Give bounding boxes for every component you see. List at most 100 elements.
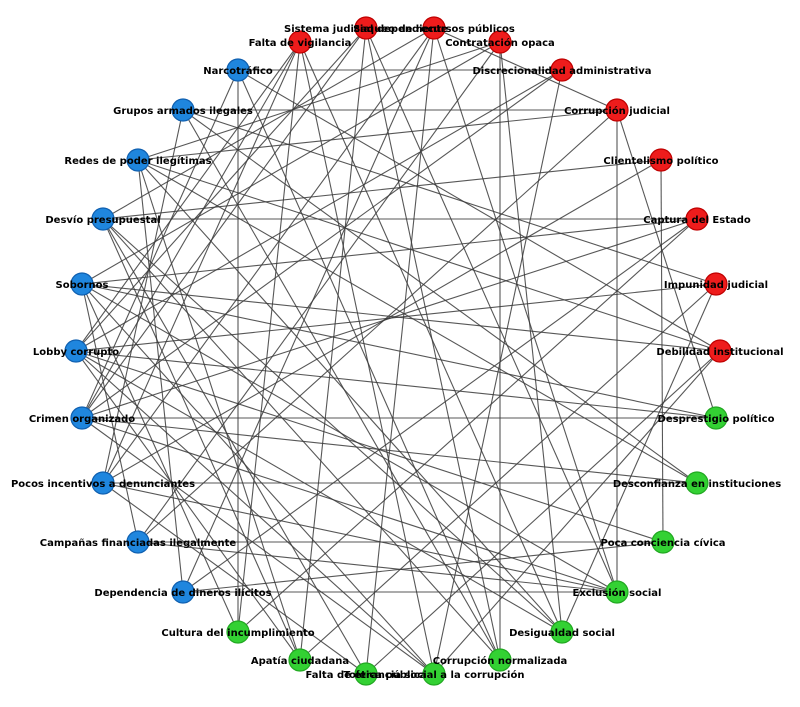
edge-corrupcion_judicial-redes — [137, 109, 618, 161]
node-label-contratacion_opaca: Contratación opaca — [445, 37, 555, 49]
node-desprestigio[interactable] — [704, 406, 728, 430]
edge-saqueo_recursos-desvio — [102, 27, 435, 220]
node-label-pocos_incentivos: Pocos incentivos a denunciantes — [11, 479, 195, 490]
node-label-tolerancia: Tolerancia social a la corrupción — [344, 669, 525, 681]
node-debilidad[interactable] — [708, 339, 732, 363]
node-label-lobby: Lobby corrupto — [33, 347, 119, 358]
node-desigualdad[interactable] — [550, 620, 574, 644]
node-label-cultura_incumplimiento: Cultura del incumplimiento — [161, 628, 314, 639]
node-poca_conciencia[interactable] — [651, 530, 675, 554]
node-desconfianza[interactable] — [685, 471, 709, 495]
edge-cultura_incumplimiento-falta_vigilancia — [237, 41, 301, 633]
node-redes[interactable] — [126, 148, 150, 172]
node-label-saqueo_recursos: Saqueo de recursos públicos — [353, 23, 515, 35]
edge-impunidad-grupos_armados — [182, 109, 717, 285]
node-label-captura_estado: Captura del Estado — [643, 215, 751, 226]
edge-exclusion-campanas — [137, 541, 618, 593]
edge-desigualdad-falta_vigilancia — [299, 41, 563, 633]
edge-contratacion_opaca-desigualdad — [499, 41, 563, 633]
node-discrecionalidad[interactable] — [550, 58, 574, 82]
node-label-impunidad: Impunidad judicial — [664, 280, 768, 291]
edge-debilidad-redes — [137, 159, 721, 352]
edge-tolerancia-crimen — [81, 417, 435, 675]
edge-sistema_judicial-exclusion — [365, 27, 618, 593]
edge-desigualdad-lobby — [75, 350, 563, 633]
node-dependencia[interactable] — [171, 580, 195, 604]
edge-captura_estado-sobornos — [81, 218, 698, 285]
node-clientelismo[interactable] — [649, 148, 673, 172]
node-exclusion[interactable] — [605, 580, 629, 604]
node-campanas[interactable] — [126, 530, 150, 554]
edge-falta_etica-pocos_incentivos — [102, 482, 367, 675]
edge-grupos_armados-pocos_incentivos — [102, 109, 184, 484]
node-label-desigualdad: Desigualdad social — [509, 628, 615, 639]
edge-sobornos-campanas — [81, 283, 139, 543]
node-label-sistema_judicial: Sistema judicial dependiente — [284, 24, 448, 35]
node-pocos_incentivos[interactable] — [91, 471, 115, 495]
node-tolerancia[interactable] — [422, 662, 446, 686]
node-lobby[interactable] — [64, 339, 88, 363]
edge-falta_etica-desvio — [102, 218, 367, 675]
node-label-discrecionalidad: Discrecionalidad administrativa — [472, 66, 651, 77]
edge-captura_estado-dependencia — [182, 218, 698, 593]
edge-desigualdad-redes — [137, 159, 563, 633]
edge-falta_vigilancia-lobby — [75, 41, 301, 352]
edge-exclusion-sobornos — [81, 283, 618, 593]
node-captura_estado[interactable] — [685, 207, 709, 231]
edge-falta_vigilancia-pocos_incentivos — [102, 41, 301, 484]
edge-saqueo_recursos-exclusion — [433, 27, 618, 593]
node-sistema_judicial[interactable] — [354, 16, 378, 40]
node-label-debilidad: Debilidad institucional — [656, 347, 783, 358]
edge-corrupcion_judicial-campanas — [137, 109, 618, 543]
edge-apatia-redes — [137, 159, 301, 661]
edge-captura_estado-cultura_incumplimiento — [237, 218, 698, 633]
node-label-clientelismo: Clientelismo político — [603, 155, 718, 167]
node-label-exclusion: Exclusión social — [573, 587, 662, 599]
edge-narcotrafico-crimen — [81, 69, 239, 419]
node-label-campanas: Campañas financiadas ilegalmente — [40, 538, 237, 549]
node-label-sobornos: Sobornos — [56, 280, 109, 291]
node-label-narcotrafico: Narcotráfico — [203, 65, 273, 77]
node-corrupcion_normalizada[interactable] — [488, 648, 512, 672]
node-contratacion_opaca[interactable] — [488, 30, 512, 54]
node-falta_etica[interactable] — [354, 662, 378, 686]
edge-desprestigio-sobornos — [81, 283, 717, 419]
node-label-corrupcion_judicial: Corrupción judicial — [564, 105, 670, 117]
edge-redes-dependencia — [137, 159, 184, 593]
node-cultura_incumplimiento[interactable] — [226, 620, 250, 644]
node-label-apatia: Apatía ciudadana — [251, 655, 349, 667]
edge-impunidad-desigualdad — [561, 283, 717, 633]
edge-poca_conciencia-dependencia — [182, 541, 664, 593]
node-label-falta_etica: Falta de ética pública — [306, 669, 427, 681]
node-saqueo_recursos[interactable] — [422, 16, 446, 40]
edge-contratacion_opaca-campanas — [137, 41, 501, 543]
node-corrupcion_judicial[interactable] — [605, 98, 629, 122]
node-label-dependencia: Dependencia de dineros ilícitos — [94, 587, 271, 599]
edge-saqueo_recursos-corrupcion_judicial — [433, 27, 618, 111]
node-crimen[interactable] — [70, 406, 94, 430]
edge-desvio-desigualdad — [102, 218, 563, 633]
edge-corrupcion_normalizada-desvio — [102, 218, 501, 661]
edges-layer — [75, 27, 721, 675]
edge-desconfianza-crimen — [81, 417, 698, 484]
edge-apatia-desvio — [102, 218, 301, 661]
edge-debilidad-tolerancia — [433, 350, 721, 675]
node-apatia[interactable] — [288, 648, 312, 672]
edge-apatia-lobby — [75, 350, 301, 661]
edge-poca_conciencia-lobby — [75, 350, 664, 543]
node-grupos_armados[interactable] — [171, 98, 195, 122]
node-falta_vigilancia[interactable] — [288, 30, 312, 54]
edge-debilidad-narcotrafico — [237, 69, 721, 352]
node-label-redes: Redes de poder ilegítimas — [64, 155, 211, 167]
node-sobornos[interactable] — [70, 272, 94, 296]
edge-desprestigio-lobby — [75, 350, 717, 419]
node-narcotrafico[interactable] — [226, 58, 250, 82]
node-desvio[interactable] — [91, 207, 115, 231]
edge-lobby-tolerancia — [75, 350, 435, 675]
edge-contratacion_opaca-redes — [137, 41, 501, 161]
edge-exclusion-pocos_incentivos — [102, 482, 618, 593]
edge-saqueo_recursos-dependencia — [182, 27, 435, 593]
node-impunidad[interactable] — [704, 272, 728, 296]
edge-cultura_incumplimiento-sobornos — [81, 283, 239, 633]
